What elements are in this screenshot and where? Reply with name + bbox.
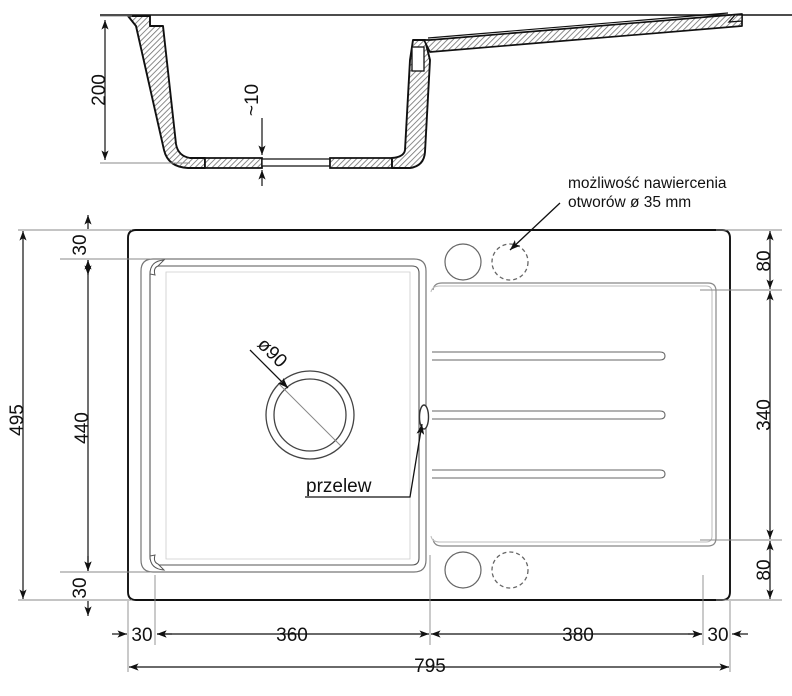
section-bottom-right-slab bbox=[329, 157, 393, 169]
dimension-bottom-30-right: 30 bbox=[688, 625, 748, 646]
annotation-overflow: przelew bbox=[305, 423, 425, 498]
section-bottom-left-slab bbox=[204, 157, 263, 169]
drainer-board-inner-outline bbox=[430, 285, 713, 543]
dimension-left-30-bottom: 30 bbox=[70, 556, 92, 616]
drain-outer-circle bbox=[265, 370, 355, 460]
dimension-label-left-440: 440 bbox=[72, 412, 93, 444]
dimension-label-bottom-380: 380 bbox=[562, 625, 594, 646]
dimension-label-right-340: 340 bbox=[754, 399, 775, 431]
bowl-inner-rim bbox=[149, 265, 420, 566]
overflow-slot bbox=[418, 404, 430, 430]
dimension-bottom-795: 795 bbox=[129, 656, 729, 677]
dimension-label-bottom-30-right: 30 bbox=[707, 625, 728, 646]
drainer-groove-3 bbox=[432, 469, 666, 479]
dimension-bottom-380: 380 bbox=[431, 625, 702, 646]
drill-note-line2: otworów ø 35 mm bbox=[568, 194, 691, 211]
drill-note-line1: możliwość nawiercenia bbox=[568, 175, 727, 192]
drainer-groove-1 bbox=[432, 351, 666, 361]
dimension-right-340: 340 bbox=[754, 291, 775, 539]
bowl-corner-top-left bbox=[149, 259, 166, 276]
section-drain-plate bbox=[261, 158, 331, 167]
drainer-groove-2 bbox=[432, 410, 666, 420]
dimension-left-440: 440 bbox=[72, 260, 93, 571]
left-dimensions: 30 440 30 495 bbox=[7, 215, 150, 616]
drainer-grooves bbox=[432, 351, 666, 479]
dimension-depth-200: 200 bbox=[89, 15, 190, 164]
drill-leader-line bbox=[509, 202, 561, 251]
dimension-bottom-360: 360 bbox=[157, 625, 429, 646]
overflow-label: przelew bbox=[306, 476, 372, 497]
section-left-wall bbox=[127, 15, 206, 169]
tap-hole-bottom-primary bbox=[444, 551, 482, 589]
dimension-left-495: 495 bbox=[7, 231, 28, 599]
dimension-label-left-30-top: 30 bbox=[70, 234, 91, 255]
dimension-label-left-30-bottom: 30 bbox=[70, 577, 91, 598]
section-drainer-inner-line bbox=[427, 12, 729, 39]
drainer-board-outline bbox=[432, 282, 717, 547]
dimension-label-10: ~10 bbox=[242, 84, 263, 116]
dimension-label-right-80-top: 80 bbox=[754, 250, 775, 271]
tap-hole-bottom-optional bbox=[491, 551, 529, 589]
tap-hole-top-primary bbox=[444, 243, 482, 281]
section-right-wall bbox=[391, 39, 431, 169]
section-right-wall-break bbox=[411, 46, 425, 72]
dimension-right-80-top: 80 bbox=[754, 231, 775, 289]
dimension-label-bottom-360: 360 bbox=[276, 625, 308, 646]
drain-inner-circle bbox=[273, 378, 347, 452]
bowl-corner-bottom-left bbox=[149, 554, 166, 571]
dimension-label-bottom-795: 795 bbox=[414, 656, 446, 677]
dimension-thickness-10: ~10 bbox=[242, 84, 266, 186]
bowl-bottom-outline bbox=[165, 271, 411, 560]
dimension-label-bottom-30-left: 30 bbox=[131, 625, 152, 646]
overflow-leader-line bbox=[370, 423, 425, 498]
cross-section-view: 200 ~10 bbox=[89, 12, 792, 186]
dimension-label-right-80-bottom: 80 bbox=[754, 559, 775, 580]
dimension-right-80-bottom: 80 bbox=[754, 541, 775, 599]
dimension-label-200: 200 bbox=[89, 74, 110, 106]
plan-view: ø90 przelew możliwość nawiercenia bbox=[127, 175, 731, 601]
right-dimensions: 80 340 80 bbox=[700, 229, 782, 601]
annotation-drill-holes: możliwość nawiercenia otworów ø 35 mm bbox=[509, 175, 727, 251]
drain-diameter-line bbox=[278, 383, 342, 447]
drain-leader-line bbox=[249, 349, 289, 389]
bottom-dimensions: 30 360 380 30 795 bbox=[112, 555, 748, 677]
section-drainer-right-end bbox=[727, 14, 743, 23]
dimension-label-left-495: 495 bbox=[7, 404, 28, 436]
